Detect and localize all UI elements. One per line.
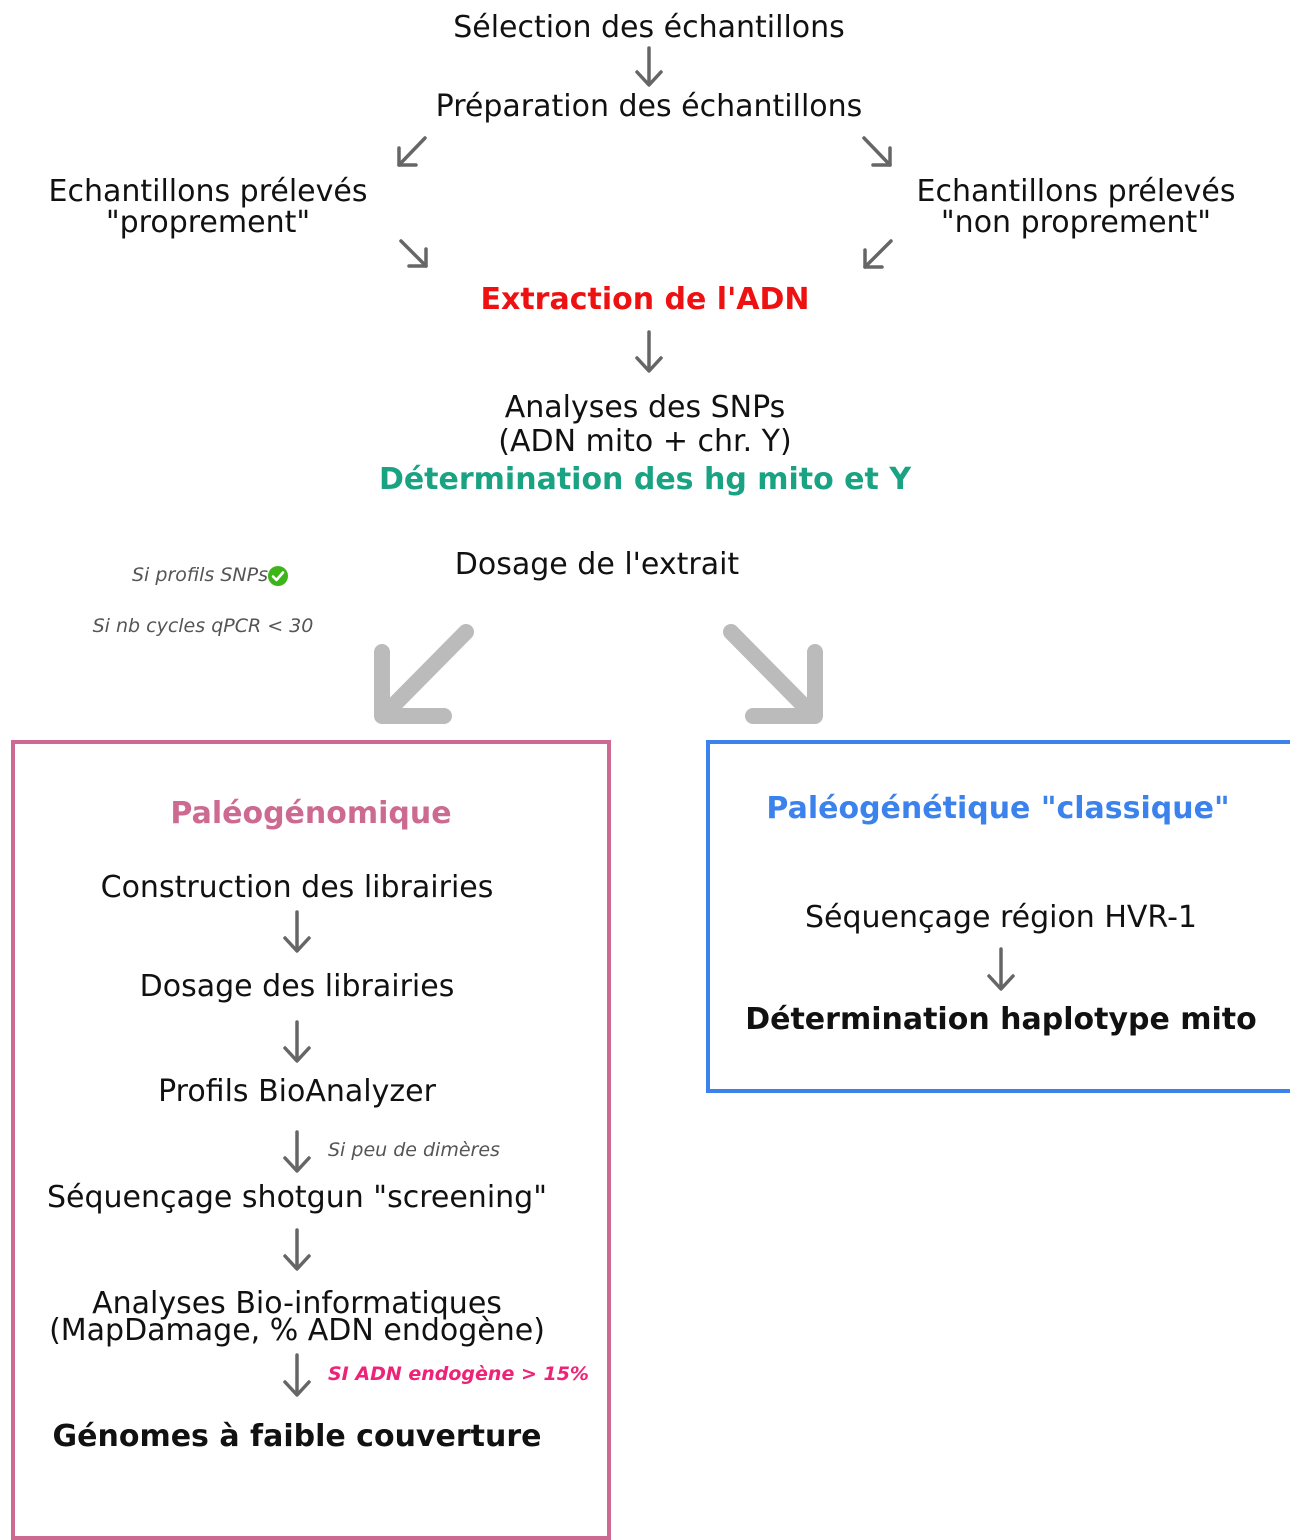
extract-dosage-step: Dosage de l'extrait	[454, 547, 740, 582]
big-arrow-down-left-icon	[374, 624, 474, 724]
arrow-down-icon	[635, 46, 663, 87]
paleogenomics-title: Paléogénomique	[170, 796, 452, 831]
hvr1-sequencing-step: Séquençage région HVR-1	[805, 900, 1197, 935]
snp-profiles-condition: Si profils SNPs	[132, 564, 268, 586]
arrow-down-icon	[635, 330, 663, 373]
low-coverage-genomes-result: Génomes à faible couverture	[52, 1419, 542, 1454]
arrow-down-icon	[283, 1228, 311, 1271]
arrow-down-icon	[283, 1130, 311, 1173]
arrow-down-icon	[283, 1353, 311, 1397]
mito-haplotype-result: Détermination haplotype mito	[745, 1002, 1257, 1037]
sample-preparation-step: Préparation des échantillons	[435, 89, 863, 124]
bioanalyzer-profiles-step: Profils BioAnalyzer	[158, 1074, 436, 1109]
sample-selection-step: Sélection des échantillons	[453, 10, 845, 45]
haplogroup-determination: Détermination des hg mito et Y	[378, 462, 912, 497]
classic-paleogenetics-box	[706, 740, 1290, 1093]
endogenous-dna-condition: SI ADN endogène > 15%	[328, 1363, 589, 1385]
arrow-down-icon	[283, 1020, 311, 1063]
unclean-samples-line2: "non proprement"	[940, 205, 1212, 240]
shotgun-sequencing-step: Séquençage shotgun "screening"	[46, 1180, 548, 1215]
library-construction-step: Construction des librairies	[100, 870, 494, 905]
arrow-down-icon	[283, 910, 311, 953]
arrow-down-left-icon	[863, 239, 893, 269]
snp-analysis-line2: (ADN mito + chr. Y)	[498, 424, 792, 459]
arrow-down-left-icon	[397, 136, 427, 167]
arrow-down-right-icon	[399, 239, 428, 268]
qpcr-cycles-condition: Si nb cycles qPCR < 30	[92, 615, 314, 637]
arrow-down-right-icon	[862, 136, 892, 167]
dimers-condition: Si peu de dimères	[328, 1139, 500, 1161]
bioinformatics-analyses-line1: Analyses Bio-informatiques	[92, 1286, 502, 1321]
unclean-samples-line1: Echantillons prélevés	[916, 174, 1236, 209]
check-icon	[268, 566, 288, 586]
snp-analysis-line1: Analyses des SNPs	[504, 390, 786, 425]
arrow-down-icon	[987, 947, 1015, 991]
clean-samples-line1: Echantillons prélevés	[48, 174, 368, 209]
big-arrow-down-right-icon	[723, 624, 823, 724]
classic-paleogenetics-title: Paléogénétique "classique"	[766, 791, 1230, 826]
library-dosage-step: Dosage des librairies	[139, 969, 455, 1004]
clean-samples-line2: "proprement"	[105, 205, 311, 240]
flow-arrows	[283, 46, 1015, 1397]
dna-extraction-step: Extraction de l'ADN	[480, 282, 810, 317]
bioinformatics-analyses-line2: (MapDamage, % ADN endogène)	[49, 1313, 545, 1348]
